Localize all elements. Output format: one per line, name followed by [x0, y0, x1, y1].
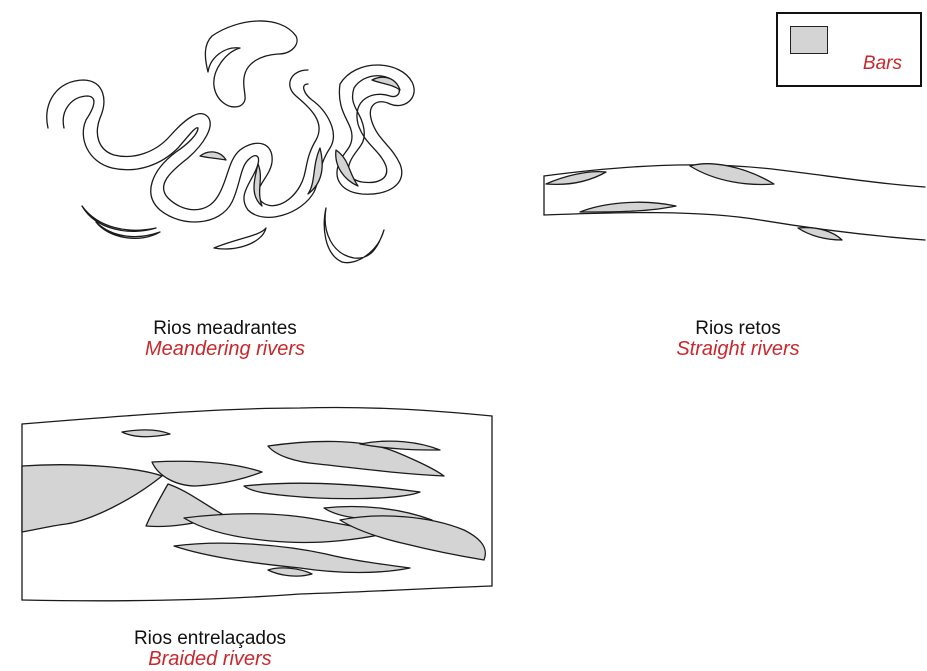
legend: Bars	[776, 12, 922, 87]
straight-river-bars	[546, 164, 842, 240]
braided-caption: Rios entrelaçados Braided rivers	[90, 628, 330, 670]
straight-caption: Rios retos Straight rivers	[628, 318, 848, 360]
legend-label: Bars	[863, 53, 902, 75]
braided-caption-pt: Rios entrelaçados	[90, 628, 330, 649]
bars-swatch	[790, 26, 828, 54]
meandering-caption-en: Meandering rivers	[100, 339, 350, 360]
braided-bars	[22, 430, 485, 576]
meandering-caption-pt: Rios meadrantes	[100, 318, 350, 339]
meandering-bars	[96, 77, 400, 238]
braided-caption-en: Braided rivers	[90, 649, 330, 670]
meandering-caption: Rios meadrantes Meandering rivers	[100, 318, 350, 360]
straight-caption-en: Straight rivers	[628, 339, 848, 360]
straight-caption-pt: Rios retos	[628, 318, 848, 339]
